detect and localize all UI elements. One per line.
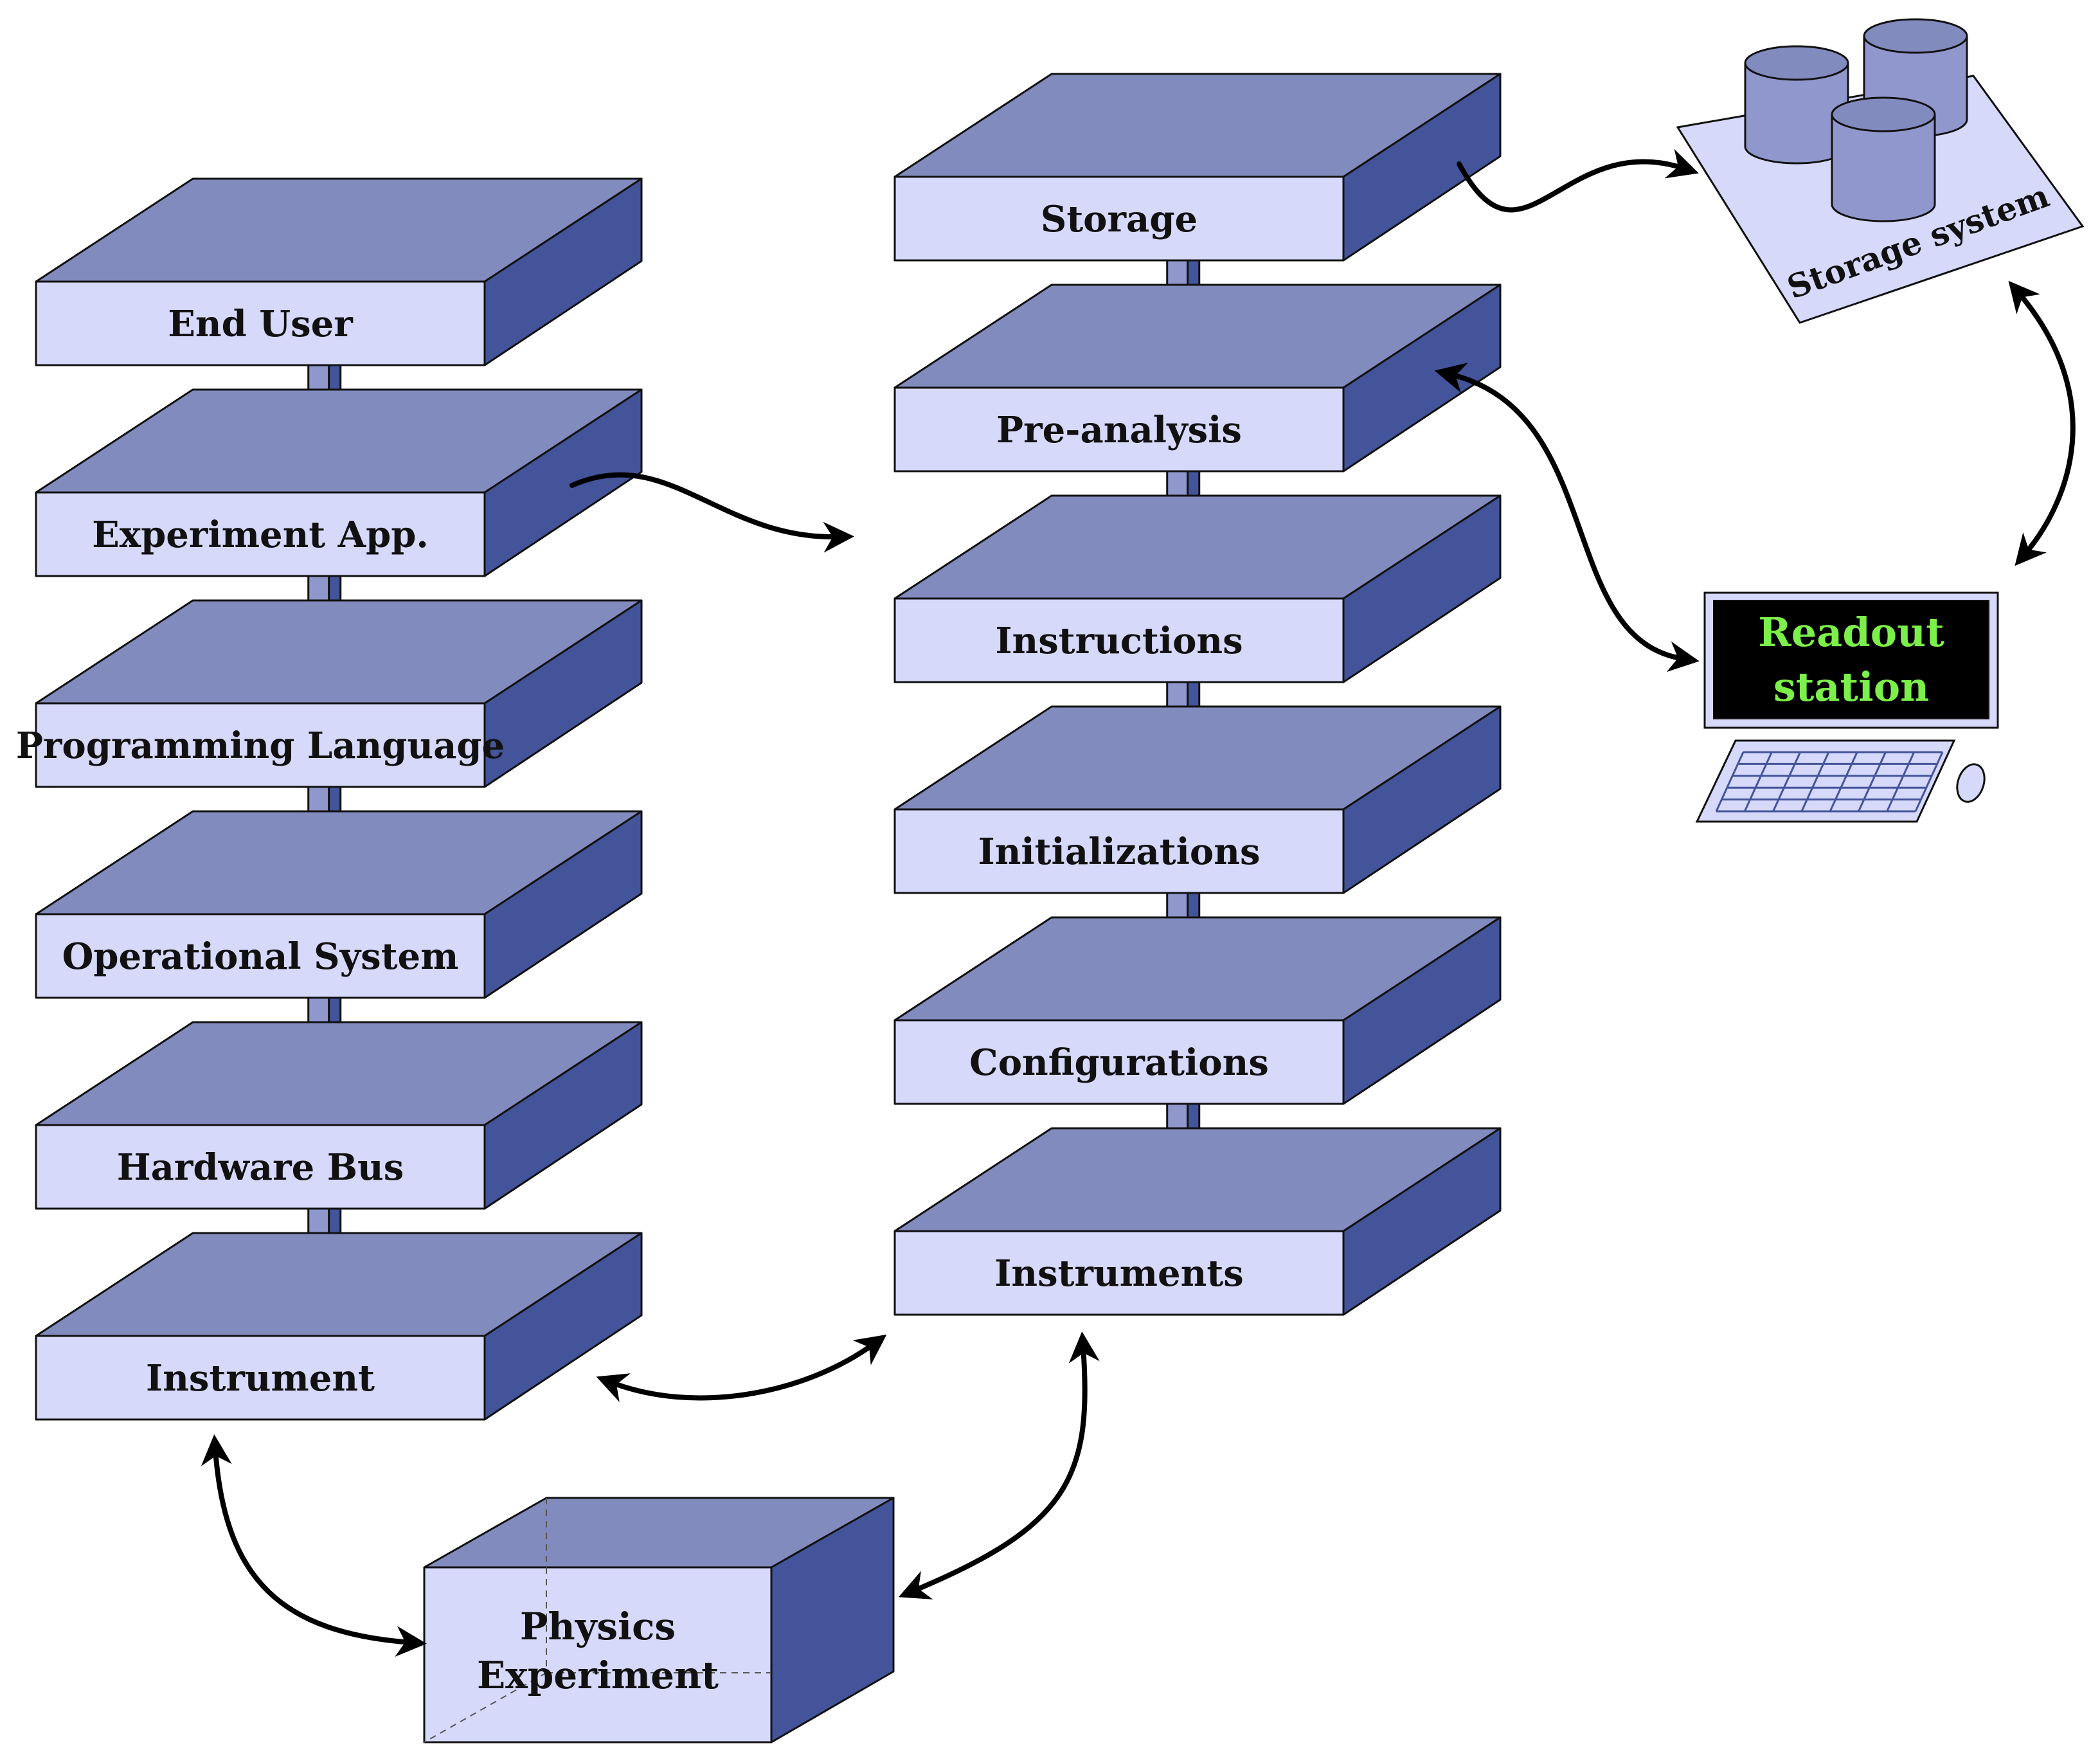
- right-layer-label: Initializations: [978, 831, 1261, 873]
- right-layer-initializations: Initializations: [893, 705, 1502, 894]
- left-layer-label: End User: [168, 303, 354, 345]
- right-layer-label: Instruments: [994, 1252, 1244, 1295]
- database-cylinders-icon: [1744, 18, 1968, 222]
- left-layer-stack: Instrument Hardware Bus Operational System…: [16, 177, 643, 1421]
- right-layer-label: Storage: [1041, 198, 1198, 240]
- left-layer-programming-language: Programming Language: [16, 599, 643, 788]
- left-layer-label: Operational System: [62, 935, 459, 978]
- experiment-label-line2: Experiment: [477, 1653, 719, 1697]
- right-layer-label: Pre-analysis: [996, 409, 1242, 451]
- right-layer-storage: Storage: [893, 73, 1502, 262]
- arrow-storage-to-storage-system: [1457, 149, 1699, 213]
- readout-station: Readout station: [1695, 591, 1999, 823]
- readout-label-line1: Readout: [1758, 609, 1944, 656]
- arrow-storage-system-readout: [2008, 280, 2076, 566]
- right-layer-label: Instructions: [995, 620, 1243, 662]
- left-layer-hardware-bus: Hardware Bus: [35, 1021, 643, 1210]
- keyboard: [1695, 739, 1956, 823]
- left-layer-end-user: End User: [35, 177, 643, 366]
- left-layer-experiment-app: Experiment App.: [35, 388, 643, 577]
- right-layer-instruments: Instruments: [893, 1127, 1502, 1316]
- arrow-app-to-preanalysis-stack: [570, 472, 854, 553]
- right-layer-pre-analysis: Pre-analysis: [893, 284, 1502, 473]
- arrow-preanalysis-readout: [1434, 363, 1700, 672]
- experiment-label-line1: Physics: [520, 1605, 676, 1648]
- left-layer-label: Hardware Bus: [117, 1146, 404, 1189]
- left-layer-instrument: Instrument: [35, 1232, 643, 1421]
- connection-arrows: [201, 149, 2076, 1657]
- left-layer-label: Programming Language: [16, 725, 505, 767]
- right-layer-configurations: Configurations: [893, 916, 1502, 1105]
- terminal-screen: [1713, 600, 1989, 719]
- right-layer-stack: Instruments Configurations Initializations…: [893, 73, 1502, 1316]
- readout-label-line2: station: [1773, 663, 1929, 710]
- left-layer-label: Experiment App.: [92, 514, 429, 556]
- computer-terminal-icon: [1695, 591, 1999, 823]
- right-layer-instructions: Instructions: [893, 494, 1502, 683]
- arrow-instrument-experiment: [201, 1434, 427, 1657]
- mouse-icon: [1956, 763, 1986, 803]
- left-layer-operational-system: Operational System: [35, 810, 643, 999]
- right-layer-label: Configurations: [969, 1041, 1269, 1084]
- physics-experiment-box: Physics Experiment: [423, 1497, 895, 1743]
- arrow-instrument-instruments: [596, 1334, 887, 1403]
- left-layer-label: Instrument: [146, 1357, 375, 1400]
- storage-system: Storage system: [1676, 18, 2085, 324]
- arrow-instruments-experiment: [898, 1331, 1100, 1599]
